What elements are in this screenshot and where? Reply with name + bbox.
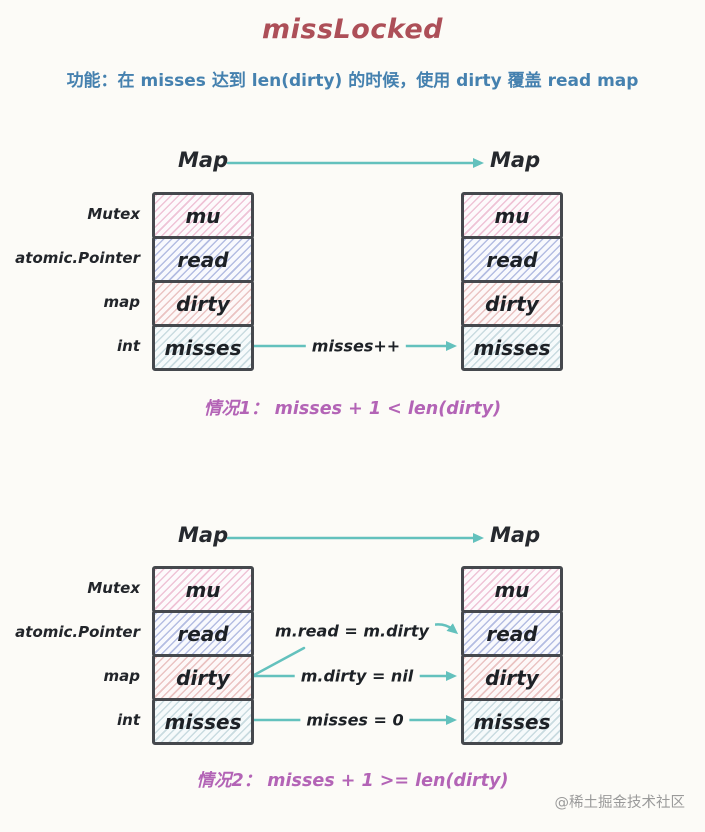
struct-right-case1: mu read dirty misses (461, 192, 563, 371)
transition-label-read-assign: m.read = m.dirty (269, 621, 435, 641)
field-cell-mu: mu (152, 192, 254, 239)
field-cell-misses: misses (152, 698, 254, 745)
field-type-map-case2: map (103, 667, 141, 685)
map-label-left-case2: Map (178, 523, 229, 547)
watermark: @稀土掘金技术社区 (554, 795, 686, 811)
map-label-right-case2: Map (490, 523, 541, 547)
field-cell-read: read (461, 610, 563, 657)
transition-label-dirty-nil: m.dirty = nil (294, 666, 420, 686)
struct-left-case2: mu read dirty misses (152, 566, 254, 745)
field-cell-dirty: dirty (461, 280, 563, 327)
field-cell-misses: misses (152, 324, 254, 371)
field-cell-read: read (152, 610, 254, 657)
field-cell-mu: mu (461, 192, 563, 239)
field-cell-dirty: dirty (461, 654, 563, 701)
field-type-mutex-case2: Mutex (87, 579, 140, 597)
field-type-atomic-pointer-case1: atomic.Pointer (15, 249, 140, 267)
caption-case2: 情况2： misses + 1 >= len(dirty) (196, 771, 509, 791)
field-cell-read: read (461, 236, 563, 283)
field-cell-dirty: dirty (152, 280, 254, 327)
field-type-int-case2: int (117, 711, 140, 729)
field-cell-dirty: dirty (152, 654, 254, 701)
transition-label-misses-increment: misses++ (305, 336, 407, 356)
page-title: missLocked (262, 14, 443, 45)
caption-case1: 情况1： misses + 1 < len(dirty) (203, 399, 502, 419)
field-cell-mu: mu (461, 566, 563, 613)
transition-label-misses-reset: misses = 0 (300, 710, 410, 730)
struct-right-case2: mu read dirty misses (461, 566, 563, 745)
field-cell-mu: mu (152, 566, 254, 613)
field-cell-misses: misses (461, 324, 563, 371)
field-cell-misses: misses (461, 698, 563, 745)
field-type-mutex-case1: Mutex (87, 205, 140, 223)
field-type-atomic-pointer-case2: atomic.Pointer (15, 623, 140, 641)
map-label-right-case1: Map (490, 148, 541, 172)
field-type-int-case1: int (117, 337, 140, 355)
field-type-map-case1: map (103, 293, 141, 311)
field-cell-read: read (152, 236, 254, 283)
subtitle: 功能：在 misses 达到 len(dirty) 的时候，使用 dirty 覆… (66, 71, 639, 91)
struct-left-case1: mu read dirty misses (152, 192, 254, 371)
map-label-left-case1: Map (178, 148, 229, 172)
